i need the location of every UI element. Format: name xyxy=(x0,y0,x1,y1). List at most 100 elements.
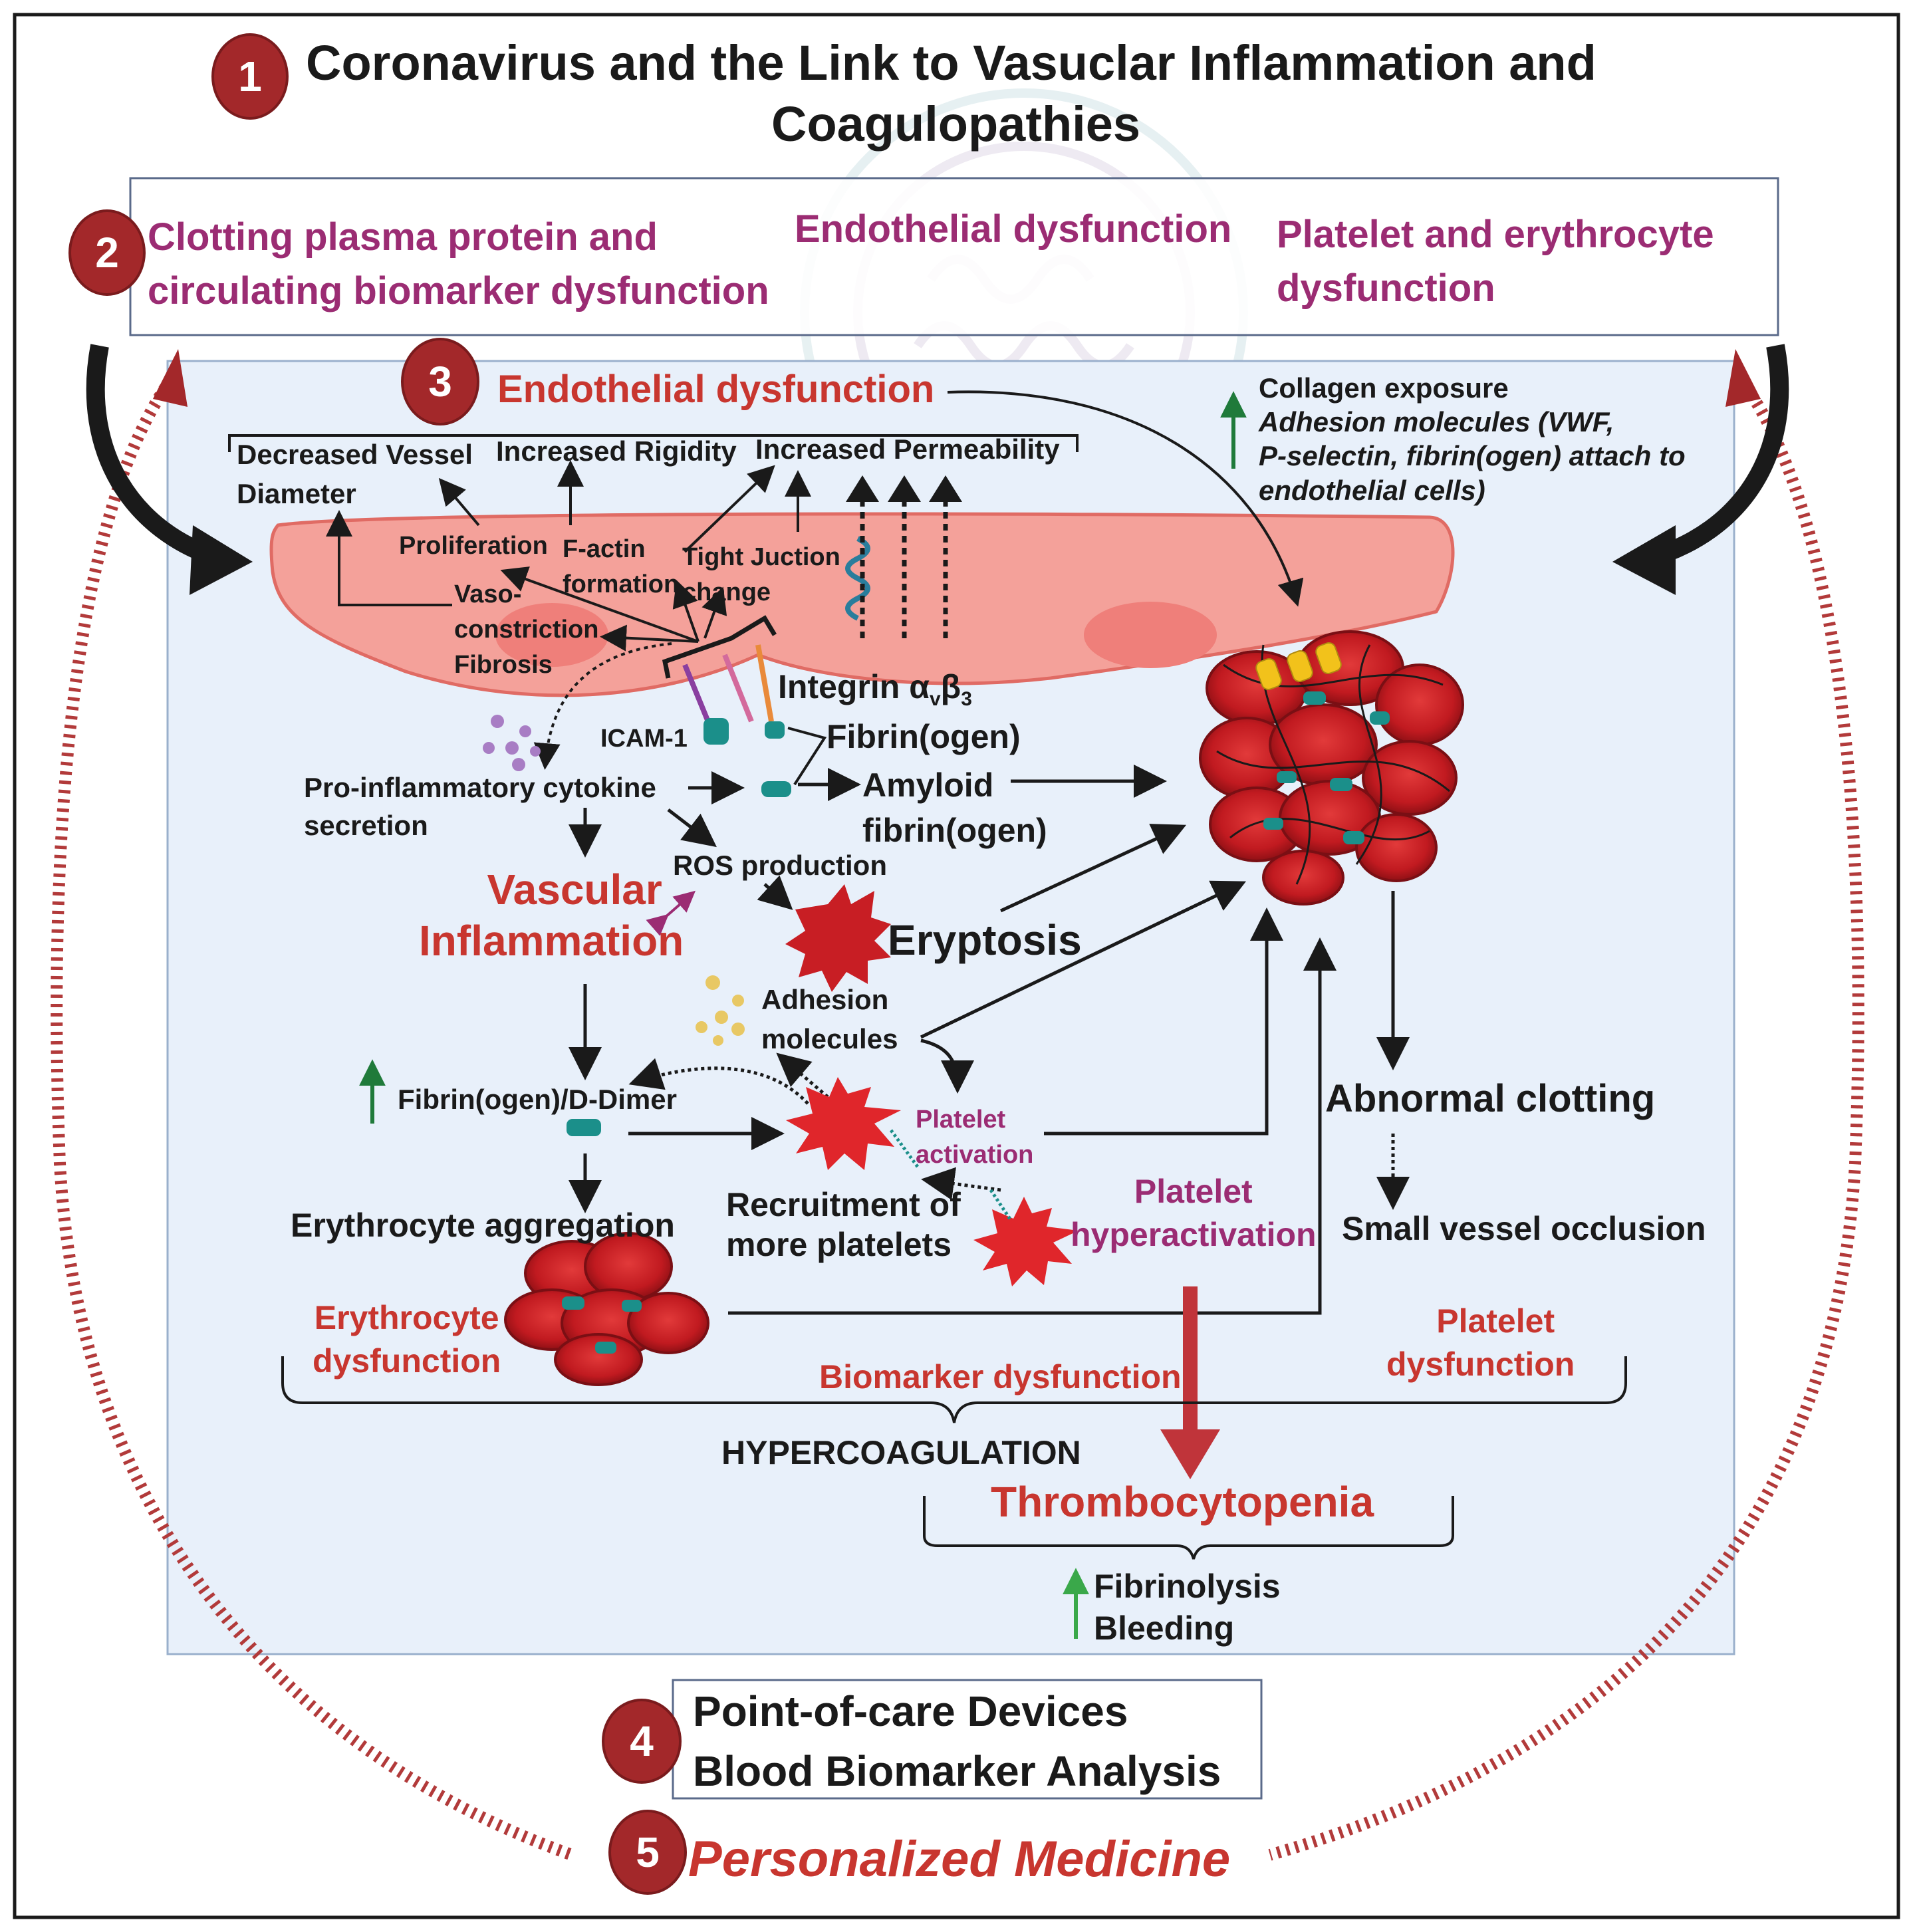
amyloid-line1: Amyloid xyxy=(862,767,994,804)
small-vessel-occlusion: Small vessel occlusion xyxy=(1342,1210,1706,1247)
integrin-label: Integrin αvβ3 xyxy=(778,668,972,711)
arc-arrowhead-right xyxy=(1725,349,1761,407)
ros-production: ROS production xyxy=(673,850,887,881)
badge-4: 4 xyxy=(602,1699,682,1784)
category-platelet-line1: Platelet and erythrocyte xyxy=(1277,213,1714,256)
integrin-beta: β xyxy=(940,668,961,705)
f-actin-line2: formation xyxy=(563,570,680,599)
collagen-line4: endothelial cells) xyxy=(1259,474,1485,506)
erythrocyte-dysfunction-line1: Erythrocyte xyxy=(314,1299,499,1336)
cell-nucleus-left xyxy=(495,603,608,667)
fibrinolysis-bleeding: Fibrinolysis Bleeding xyxy=(1094,1566,1281,1649)
category-clotting: Clotting plasma protein and circulating … xyxy=(148,210,769,318)
fibrin-connector xyxy=(787,727,827,786)
bleeding-label: Bleeding xyxy=(1094,1609,1235,1647)
amyloid-fibrinogen: Amyloid fibrin(ogen) xyxy=(862,763,1047,853)
category-platelet-line2: dysfunction xyxy=(1277,267,1495,310)
big-arrow-right xyxy=(1646,344,1789,568)
arrow-to-thrombocytopenia-head xyxy=(1160,1429,1220,1479)
endothelial-heading: Endothelial dysfunction xyxy=(497,368,935,411)
collagen-line1: Collagen exposure xyxy=(1259,372,1509,404)
personalized-medicine: Personalized Medicine xyxy=(688,1831,1231,1887)
erythrocyte-aggregation: Erythrocyte aggregation xyxy=(291,1207,675,1244)
platelet-hyperactive xyxy=(973,1197,1079,1286)
categories-box xyxy=(129,177,1779,336)
platelet-dysfunction-line1: Platelet xyxy=(1436,1302,1555,1340)
increased-permeability: Increased Permeability xyxy=(755,433,1060,465)
amyloid-line2: fibrin(ogen) xyxy=(862,811,1047,849)
erythrocyte-dysfunction-line2: dysfunction xyxy=(313,1342,501,1380)
cytokine-dots xyxy=(483,715,541,771)
pathway-arrows xyxy=(569,765,1410,1315)
dotted-arrows xyxy=(628,1052,1410,1210)
recruitment-line2: more platelets xyxy=(726,1226,952,1263)
erythrocyte-dysfunction: Erythrocyte dysfunction xyxy=(313,1296,501,1383)
vasoconstriction-fibrosis: Vaso- constriction Fibrosis xyxy=(454,577,598,683)
adhesion-molecules: Adhesion molecules xyxy=(761,981,898,1059)
platelet-tethers xyxy=(889,1129,1013,1221)
category-platelet: Platelet and erythrocyte dysfunction xyxy=(1277,207,1714,315)
adhesion-dots xyxy=(696,975,745,1046)
integrin-receptor xyxy=(765,721,785,739)
big-arrow-right-head xyxy=(1612,525,1676,595)
adhesion-line1: Adhesion xyxy=(761,984,889,1015)
eryptosis-cell xyxy=(785,884,891,992)
vascular-line2: Inflammation xyxy=(419,916,684,965)
vaso-line1: Vaso- xyxy=(454,580,522,608)
arrow-cytokine-dotted xyxy=(533,642,672,770)
category-endothelial: Endothelial dysfunction xyxy=(795,207,1232,251)
platelet-hyperactivation: Platelet hyperactivation xyxy=(1071,1170,1317,1257)
platelet-dysfunction: Platelet dysfunction xyxy=(1386,1300,1575,1386)
biomarker-dysfunction: Biomarker dysfunction xyxy=(819,1358,1182,1395)
collagen-line2: Adhesion molecules (VWF, xyxy=(1259,406,1614,438)
category-clotting-line1: Clotting plasma protein and xyxy=(148,215,658,259)
hypercoagulation-brace xyxy=(281,1356,1627,1423)
integrin-sub-3: 3 xyxy=(961,688,972,710)
eryptosis-label: Eryptosis xyxy=(888,916,1082,964)
badge-5: 5 xyxy=(608,1810,687,1895)
fibrinogen-label: Fibrin(ogen) xyxy=(827,718,1021,755)
arrow-endothelial-to-clot xyxy=(947,390,1304,607)
cytokine-line2: secretion xyxy=(304,809,428,841)
tight-junction-line1: Tight Juction xyxy=(682,543,840,571)
d-dimer-label: Fibrin(ogen)/D-Dimer xyxy=(398,1084,677,1115)
title-line1: Coronavirus and the Link to Vasuclar Inf… xyxy=(306,35,1596,90)
platelet-activation-line1: Platelet xyxy=(916,1106,1006,1134)
arc-arrowhead-left xyxy=(153,349,188,407)
feedback-arc xyxy=(51,368,1864,1861)
fibrosis: Fibrosis xyxy=(454,651,553,679)
effect-arrows xyxy=(326,460,811,652)
decreased-vessel-line2: Diameter xyxy=(237,477,356,509)
collagen-line3: P-selectin, fibrin(ogen) attach to xyxy=(1259,440,1686,472)
title-line2: Coagulopathies xyxy=(771,96,1141,152)
integrin-text: Integrin α xyxy=(778,668,930,705)
vaso-line2: constriction xyxy=(454,616,599,644)
proliferation: Proliferation xyxy=(399,532,548,560)
point-of-care-text: Point-of-care Devices Blood Biomarker An… xyxy=(693,1682,1221,1801)
hypercoagulation-label: HYPERCOAGULATION xyxy=(721,1434,1081,1471)
erythrocyte-aggregate-links xyxy=(562,1296,642,1354)
increased-rigidity: Increased Rigidity xyxy=(496,435,737,467)
recruitment-line1: Recruitment of xyxy=(726,1186,961,1223)
platelet-activated xyxy=(786,1077,901,1170)
effects-bracket xyxy=(228,434,1079,452)
hyperactivation-line1: Platelet xyxy=(1134,1173,1253,1210)
point-of-care-box xyxy=(672,1679,1263,1800)
platelet-dysfunction-line2: dysfunction xyxy=(1386,1346,1575,1383)
green-up-arrow-fibrinolysis xyxy=(1063,1568,1089,1639)
poc-line2: Blood Biomarker Analysis xyxy=(693,1747,1221,1795)
permeability-arrowheads xyxy=(846,475,962,502)
f-actin-formation: F-actin formation xyxy=(563,532,679,602)
icam-receptor xyxy=(703,718,729,745)
poc-line1: Point-of-care Devices xyxy=(693,1687,1128,1735)
cell-nucleus-right xyxy=(1084,602,1217,668)
f-actin-line1: F-actin xyxy=(563,535,646,563)
badge-2: 2 xyxy=(68,209,146,296)
tight-junction-icon xyxy=(845,536,870,621)
d-dimer-molecule xyxy=(567,1119,601,1136)
clot-yellow-tags xyxy=(1255,642,1342,690)
big-arrow-left-head xyxy=(190,525,253,595)
arrow-vascular-ros xyxy=(646,890,696,936)
big-arrow-left xyxy=(86,344,223,568)
